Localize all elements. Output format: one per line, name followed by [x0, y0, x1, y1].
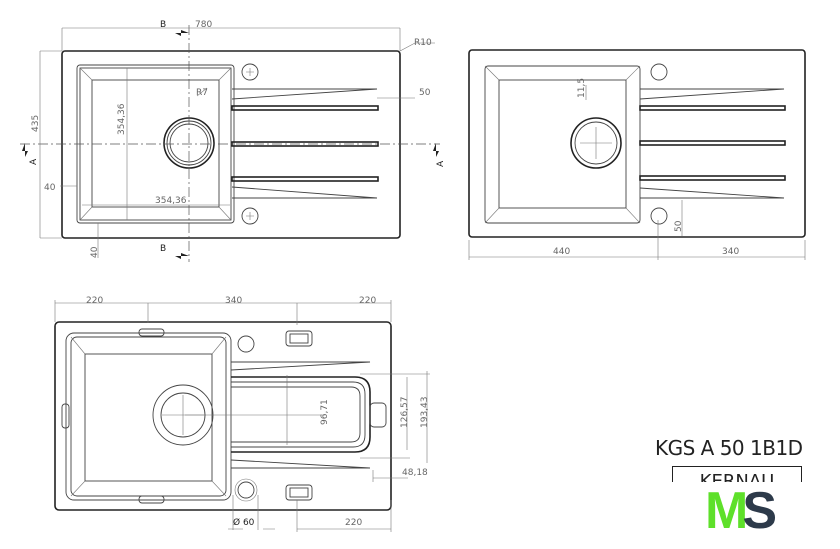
- dim: 193,43: [420, 397, 430, 429]
- dim: 220: [359, 296, 376, 306]
- tap-hole: [241, 207, 259, 225]
- dim: Ø 60: [233, 517, 255, 528]
- top-view: 780 B B A A 435 R10 R7 50 40 40 354,36 3…: [20, 20, 446, 262]
- right-view: 440 340 11,5 50: [468, 49, 806, 260]
- dim: 11,5: [577, 78, 587, 98]
- dim: 340: [722, 247, 739, 257]
- dim: 50: [674, 220, 684, 232]
- tap-hole: [241, 63, 259, 81]
- section-arrow-icon: [175, 30, 189, 36]
- handle: [138, 328, 165, 337]
- logo-letter: M: [705, 482, 748, 540]
- section-arrow-icon: [175, 253, 189, 259]
- dim-depth: 435: [31, 115, 41, 132]
- logo-letter: S: [742, 482, 777, 540]
- handle: [138, 495, 165, 504]
- brand-box: KERNAU: [672, 466, 802, 482]
- dim: 126,57: [400, 397, 410, 429]
- dim: 96,71: [320, 399, 330, 425]
- dim-width: 780: [195, 20, 212, 30]
- section-label: B: [160, 20, 166, 30]
- section-label: A: [29, 158, 39, 165]
- dim-radius: R10: [414, 38, 432, 48]
- model-title: KGS A 50 1B1D: [655, 436, 803, 460]
- dim: 40: [90, 246, 100, 258]
- dim: 340: [225, 296, 242, 306]
- dim: 220: [345, 518, 362, 528]
- section-label: B: [160, 244, 166, 254]
- sink-outline: [61, 50, 401, 239]
- dim: 50: [419, 88, 431, 98]
- dim: 354,36: [117, 103, 127, 135]
- dim: 354,36: [155, 196, 187, 206]
- drain-icon: [570, 117, 622, 169]
- dim: 40: [44, 183, 56, 193]
- dim-radius: R7: [196, 88, 208, 98]
- handle: [61, 403, 70, 429]
- dim: 440: [553, 247, 570, 257]
- section-label: A: [436, 160, 446, 167]
- section-arrow-icon: [433, 143, 439, 157]
- tap-hole: [650, 63, 668, 81]
- section-arrow-icon: [22, 143, 28, 157]
- bowl-inner: [91, 79, 220, 208]
- tap-hole: [650, 207, 668, 225]
- bottom-view: 220 340 220 96,71 126,57 193,43 48,18 Ø …: [54, 296, 430, 532]
- dim: 220: [86, 296, 103, 306]
- ms-logo: MS: [705, 482, 777, 540]
- dim: 48,18: [402, 468, 428, 478]
